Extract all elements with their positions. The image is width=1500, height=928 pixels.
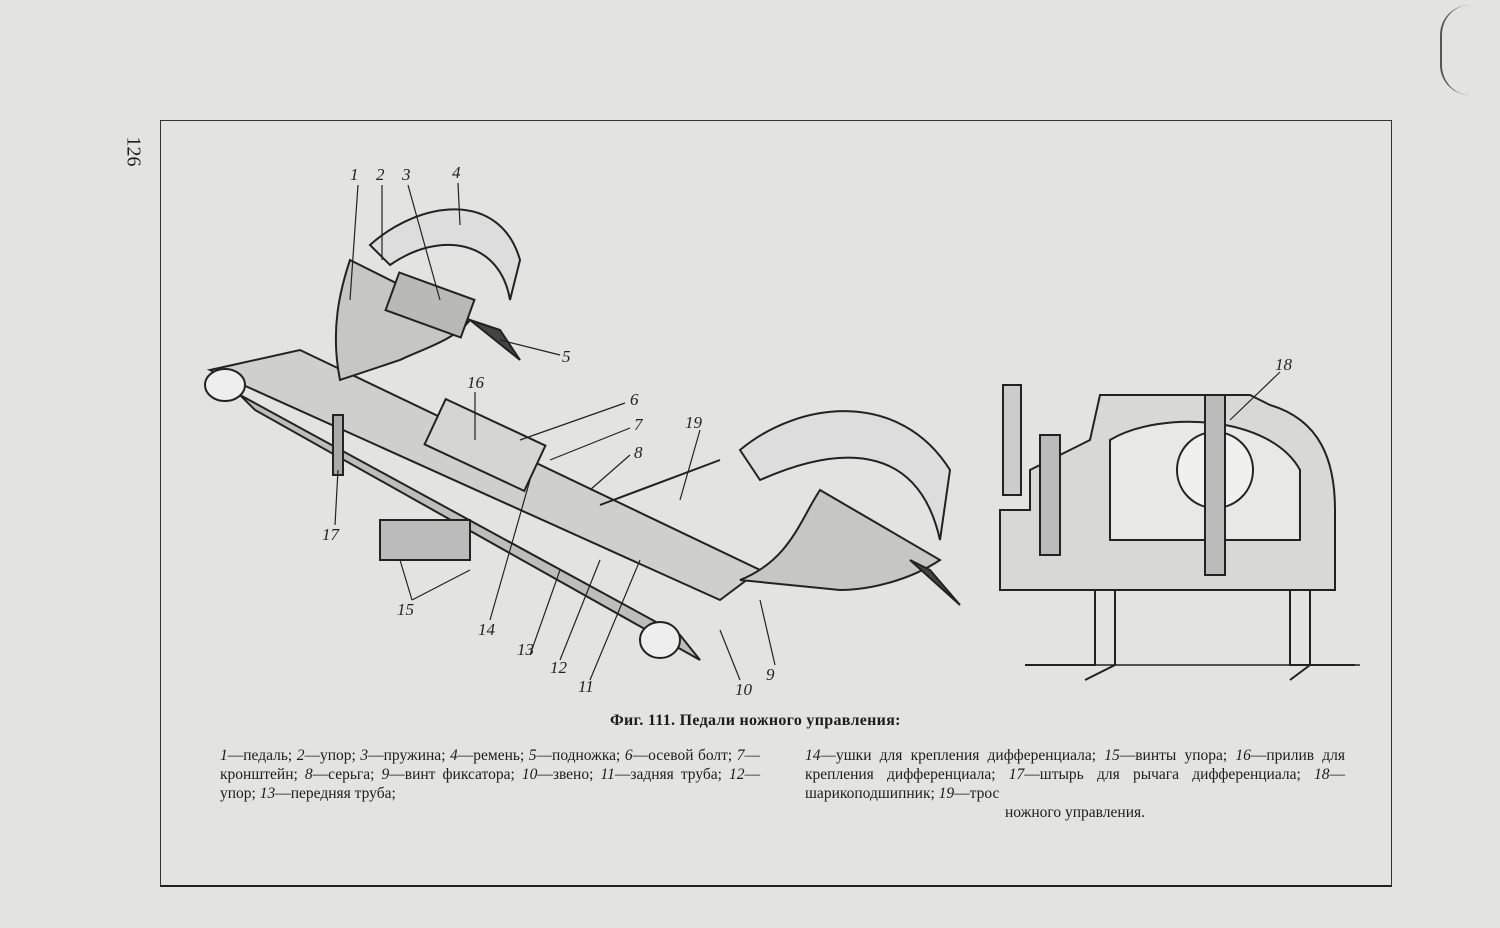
legend-text: —пружина;: [368, 747, 451, 764]
legend-text: —штырь для рычага дифференциала;: [1024, 766, 1315, 783]
legend-text: —осевой болт;: [632, 747, 737, 764]
legend-text: —ремень;: [457, 747, 529, 764]
callout-6: 6: [630, 390, 639, 409]
legend-text: —звено;: [537, 766, 601, 783]
legend-text: —педаль;: [227, 747, 297, 764]
legend-text: —винт фиксатора;: [389, 766, 522, 783]
legend-number: 2: [296, 747, 305, 764]
left-strap: [368, 208, 522, 301]
callout-5: 5: [562, 347, 571, 366]
callout-1: 1: [350, 165, 359, 184]
legend-text: —подножка;: [536, 747, 625, 764]
legend-number: 13: [259, 785, 276, 802]
legend-text: —задняя труба;: [614, 766, 730, 783]
callout-11: 11: [578, 677, 594, 696]
legend-number: 7: [736, 747, 745, 764]
legend-text: —винты упора;: [1119, 747, 1236, 764]
legend-text: —упор;: [304, 747, 361, 764]
cross-section: [999, 384, 1360, 681]
cable-19: [599, 459, 721, 506]
callout-13: 13: [517, 640, 534, 659]
right-strap: [738, 410, 952, 541]
tube-end-left: [204, 368, 246, 402]
pin-17: [332, 414, 344, 476]
legend-number: 17: [1008, 766, 1025, 783]
callout-17: 17: [322, 525, 341, 544]
callout-14: 14: [478, 620, 496, 639]
callout-15: 15: [397, 600, 414, 619]
legend-text: —упор;: [220, 766, 761, 802]
tube-end-right: [639, 621, 681, 659]
legend-number: 1: [220, 747, 228, 764]
callout-2: 2: [376, 165, 385, 184]
legend-number: 8: [304, 766, 313, 783]
callout-4: 4: [452, 163, 461, 182]
legend-text: —прилив для крепления дифференциала;: [805, 747, 1345, 783]
figure-frame: [160, 120, 1392, 887]
legend-number: 19: [938, 785, 955, 802]
legend-text: —трос: [954, 785, 1000, 802]
legend-number: 10: [521, 766, 538, 783]
legend-number: 14: [805, 747, 821, 764]
legend-number: 18: [1314, 766, 1330, 783]
callout-19: 19: [685, 413, 703, 432]
legend-number: 15: [1104, 747, 1120, 764]
figure-caption-title: Фиг. 111. Педали ножного управления:: [610, 712, 901, 729]
legend-number: 6: [624, 747, 633, 764]
callout-7: 7: [634, 415, 644, 434]
callout-18: 18: [1275, 355, 1293, 374]
legend-number: 3: [360, 747, 369, 764]
legend-number: 5: [528, 747, 537, 764]
right-pedal: [739, 488, 942, 592]
callout-3: 3: [401, 165, 411, 184]
legend-number: 9: [381, 766, 390, 783]
legend-left: 1—педаль; 2—упор; 3—пружина; 4—ремень; 5…: [220, 746, 760, 803]
legend-right: 14—ушки для крепления дифференциала; 15—…: [805, 746, 1345, 822]
callout-8: 8: [634, 443, 643, 462]
legend-number: 4: [450, 747, 458, 764]
callout-16: 16: [467, 373, 485, 392]
pencil-mark: [1440, 5, 1482, 95]
callout-9: 9: [766, 665, 775, 684]
callout-12: 12: [550, 658, 568, 677]
left-pedal: [334, 258, 472, 382]
legend-number: 11: [600, 766, 615, 783]
legend-text: —кронштейн;: [220, 747, 761, 783]
legend-number: 16: [1235, 747, 1251, 764]
legend-last-line: ножного управления.: [1004, 804, 1145, 821]
legend-text: —ушки для крепления дифференциала;: [820, 747, 1105, 764]
legend-text: —серьга;: [312, 766, 382, 783]
stop-screws: [379, 519, 471, 561]
legend-text: —передняя труба;: [275, 785, 396, 802]
legend-number: 12: [729, 766, 745, 783]
bracket: [423, 397, 547, 493]
callout-10: 10: [735, 680, 753, 699]
legend-text: —шарикоподшипник;: [805, 766, 1346, 802]
